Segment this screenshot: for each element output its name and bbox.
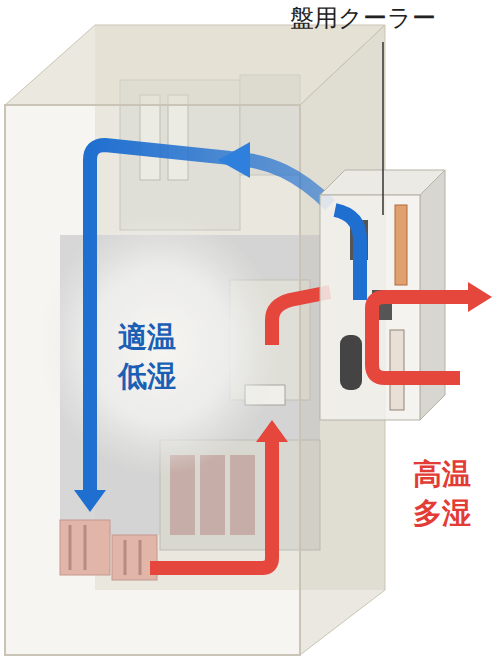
leader-line: [382, 42, 384, 215]
exhaust-arrow: [372, 297, 470, 378]
arrow-head: [74, 490, 106, 512]
compressor: [340, 335, 362, 390]
cabinet-front: [5, 105, 300, 655]
condition-label: 高温 多湿: [413, 455, 483, 533]
arrow-head: [256, 420, 288, 442]
condition-label: 適温 低湿: [118, 318, 188, 396]
condenser-coil: [390, 330, 404, 410]
arrow-head: [468, 282, 492, 312]
part-label: 盤用クーラー: [290, 2, 490, 34]
arrow-head: [218, 142, 250, 178]
evaporator-coil: [395, 205, 407, 285]
cold-air-arrow: [335, 210, 360, 300]
warm-air-arrow: [150, 440, 272, 568]
cold-air-arrow: [90, 145, 330, 492]
